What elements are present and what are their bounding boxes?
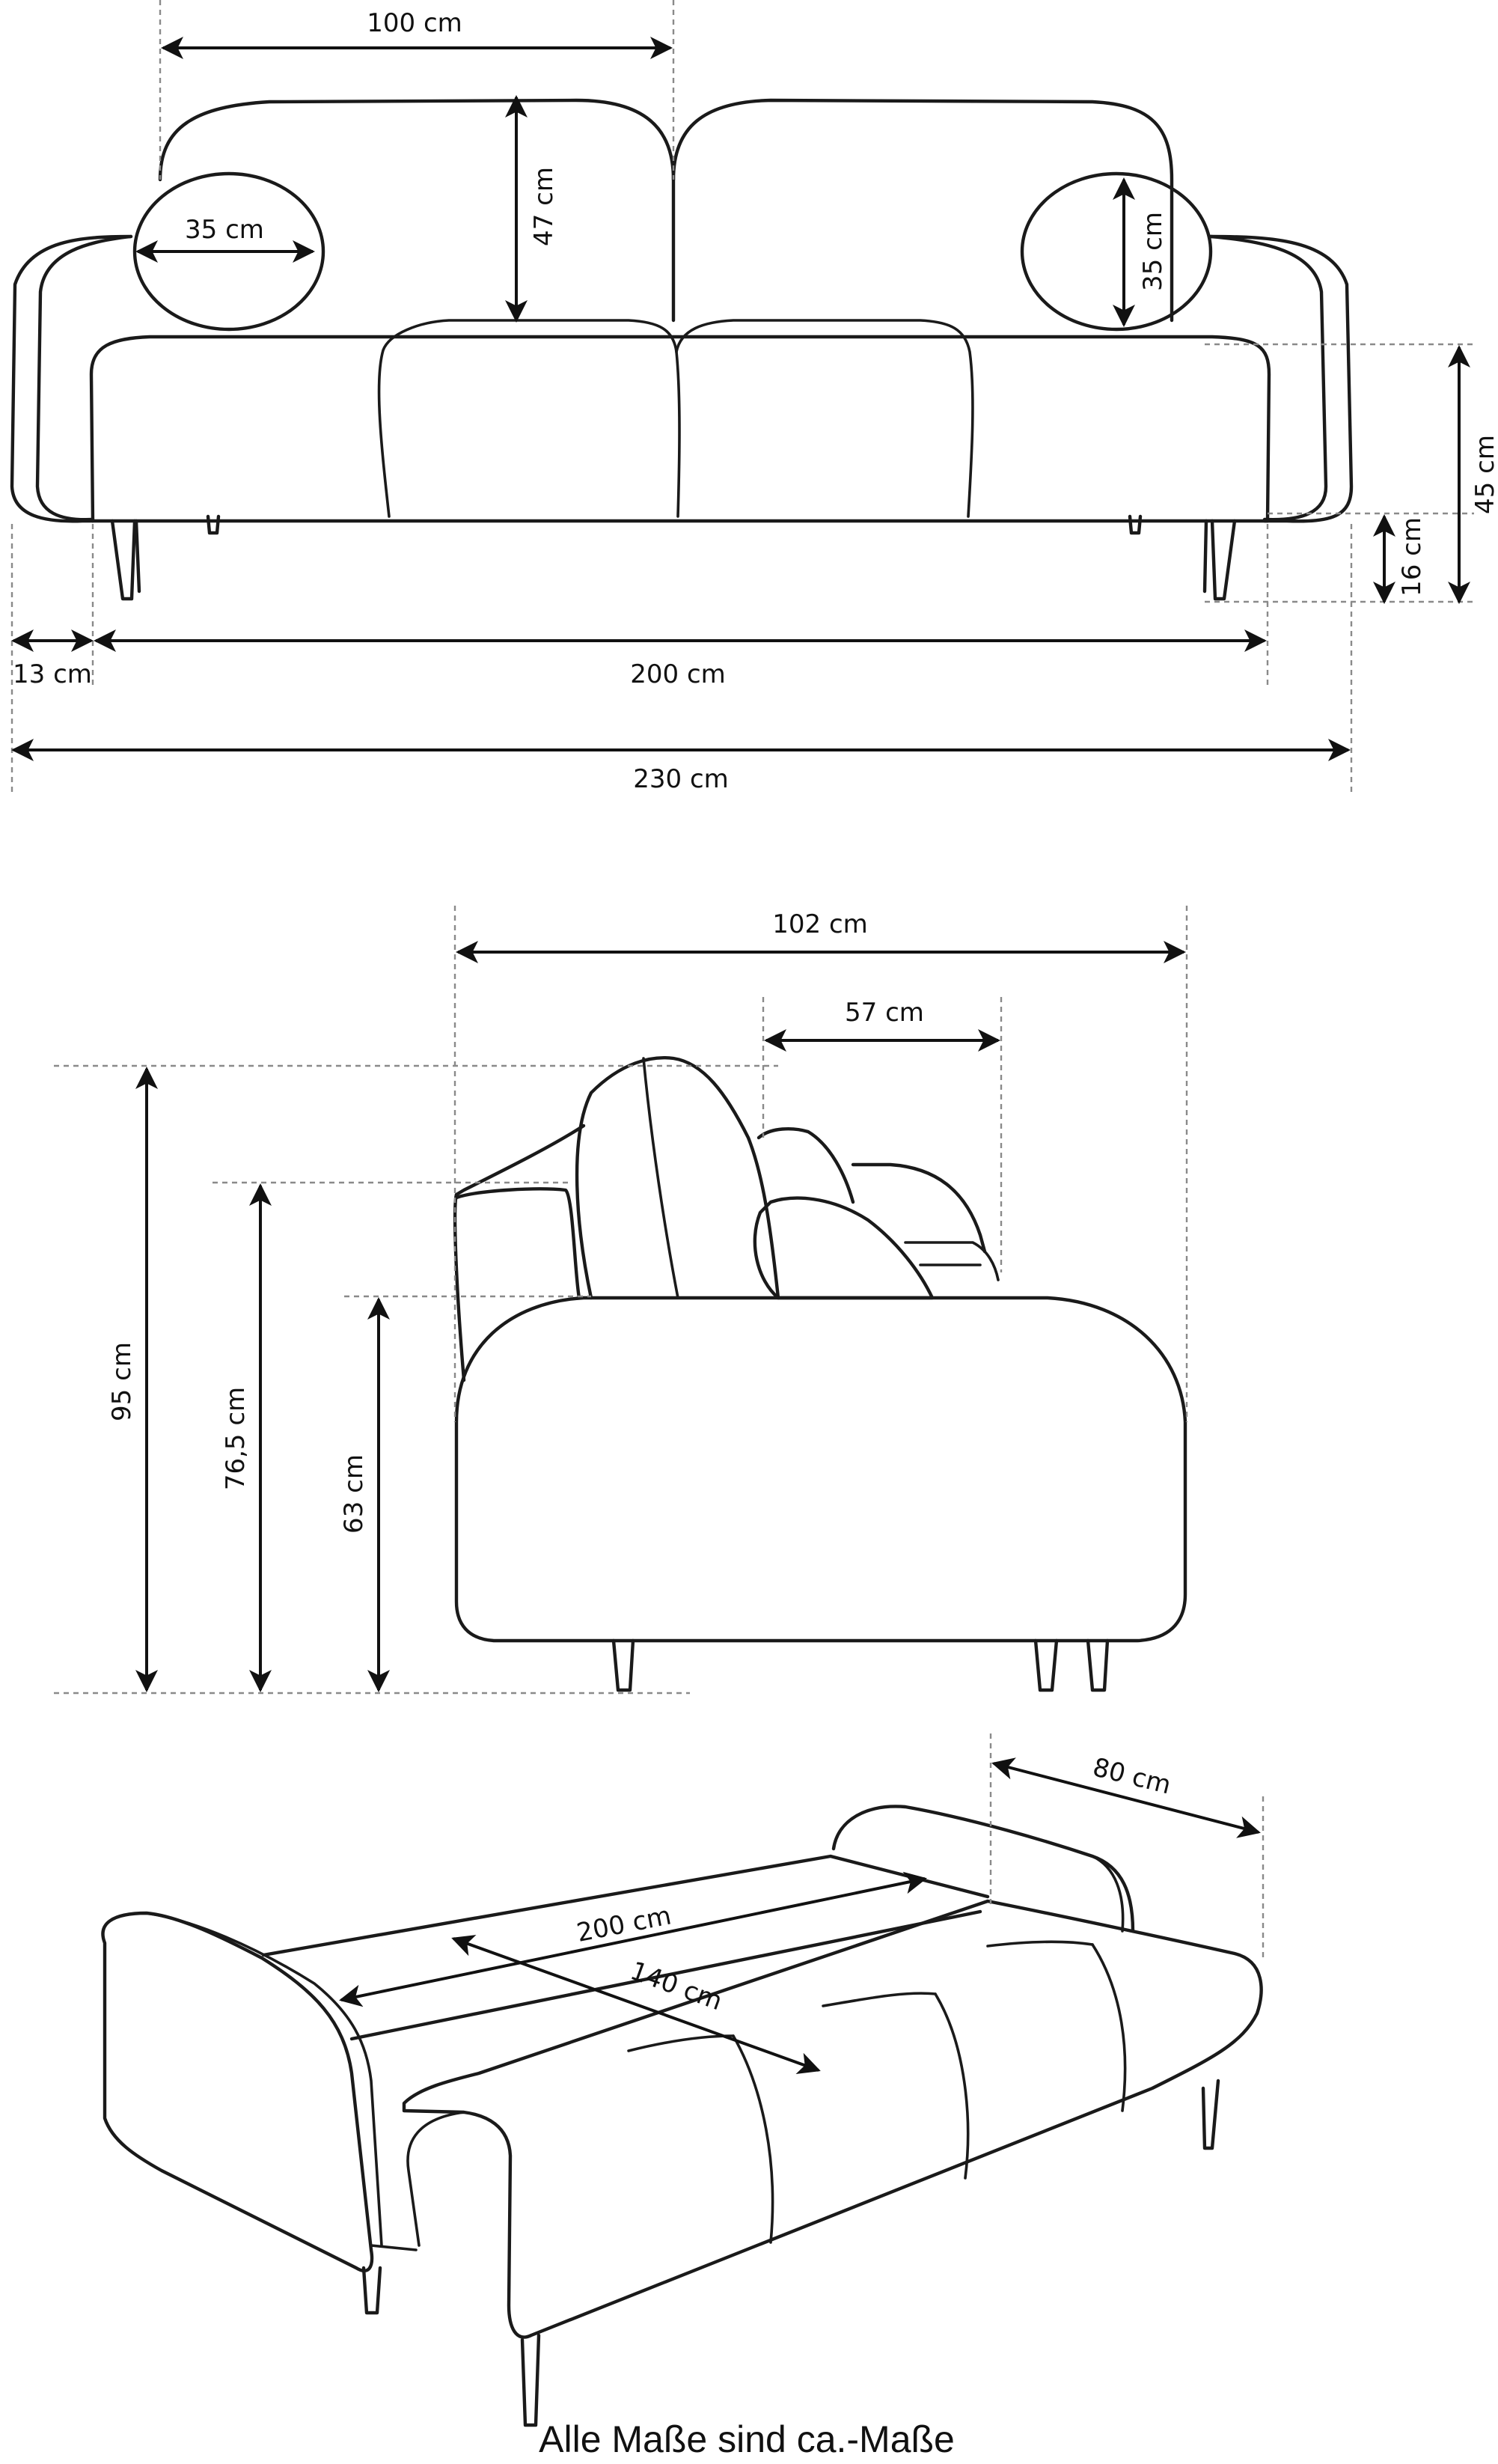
label-seat-width: 200 cm bbox=[630, 659, 726, 689]
side-armrest bbox=[454, 1296, 1187, 1643]
front-right-armrest bbox=[1208, 234, 1354, 523]
label-backrest-width: 100 cm bbox=[367, 8, 462, 38]
label-side-seat-height: 63 cm bbox=[339, 1454, 369, 1534]
bed-left-armrest bbox=[101, 1911, 374, 2273]
label-total-depth: 102 cm bbox=[772, 909, 868, 939]
label-armrest-height: 76,5 cm bbox=[221, 1387, 251, 1490]
side-back-cushion bbox=[575, 1056, 780, 1300]
side-pillow bbox=[753, 1196, 935, 1300]
front-view: 100 cm 47 cm 35 cm 35 cm 45 cm 16 cm 13 … bbox=[10, 0, 1498, 794]
front-left-pillow bbox=[132, 171, 325, 332]
label-pillow-height: 35 cm bbox=[1138, 212, 1168, 291]
bed-view: 80 cm 200 cm 140 cm bbox=[101, 1733, 1265, 2427]
label-armrest-width: 13 cm bbox=[13, 659, 92, 689]
footer-note: Alle Maße sind ca.-Maße bbox=[539, 2418, 955, 2460]
label-backrest-height: 47 cm bbox=[529, 167, 559, 246]
label-seat-depth: 57 cm bbox=[845, 998, 924, 1028]
label-total-width: 230 cm bbox=[633, 764, 729, 794]
side-view: 102 cm 57 cm 95 cm 76,5 cm 63 cm bbox=[54, 906, 1188, 1695]
front-backrest-left bbox=[158, 98, 676, 323]
front-right-pillow bbox=[1020, 171, 1213, 332]
label-total-height: 95 cm bbox=[107, 1342, 137, 1421]
bed-mattress bbox=[402, 1899, 1263, 2339]
front-leg bbox=[110, 519, 137, 601]
label-pillow-width: 35 cm bbox=[185, 215, 264, 245]
label-seat-height: 45 cm bbox=[1470, 435, 1498, 514]
front-seat bbox=[89, 335, 1271, 523]
label-leg-height: 16 cm bbox=[1397, 517, 1427, 597]
front-left-armrest bbox=[10, 234, 133, 523]
front-backrest-right bbox=[671, 98, 1174, 323]
label-backrest-depth: 80 cm bbox=[1089, 1752, 1173, 1800]
